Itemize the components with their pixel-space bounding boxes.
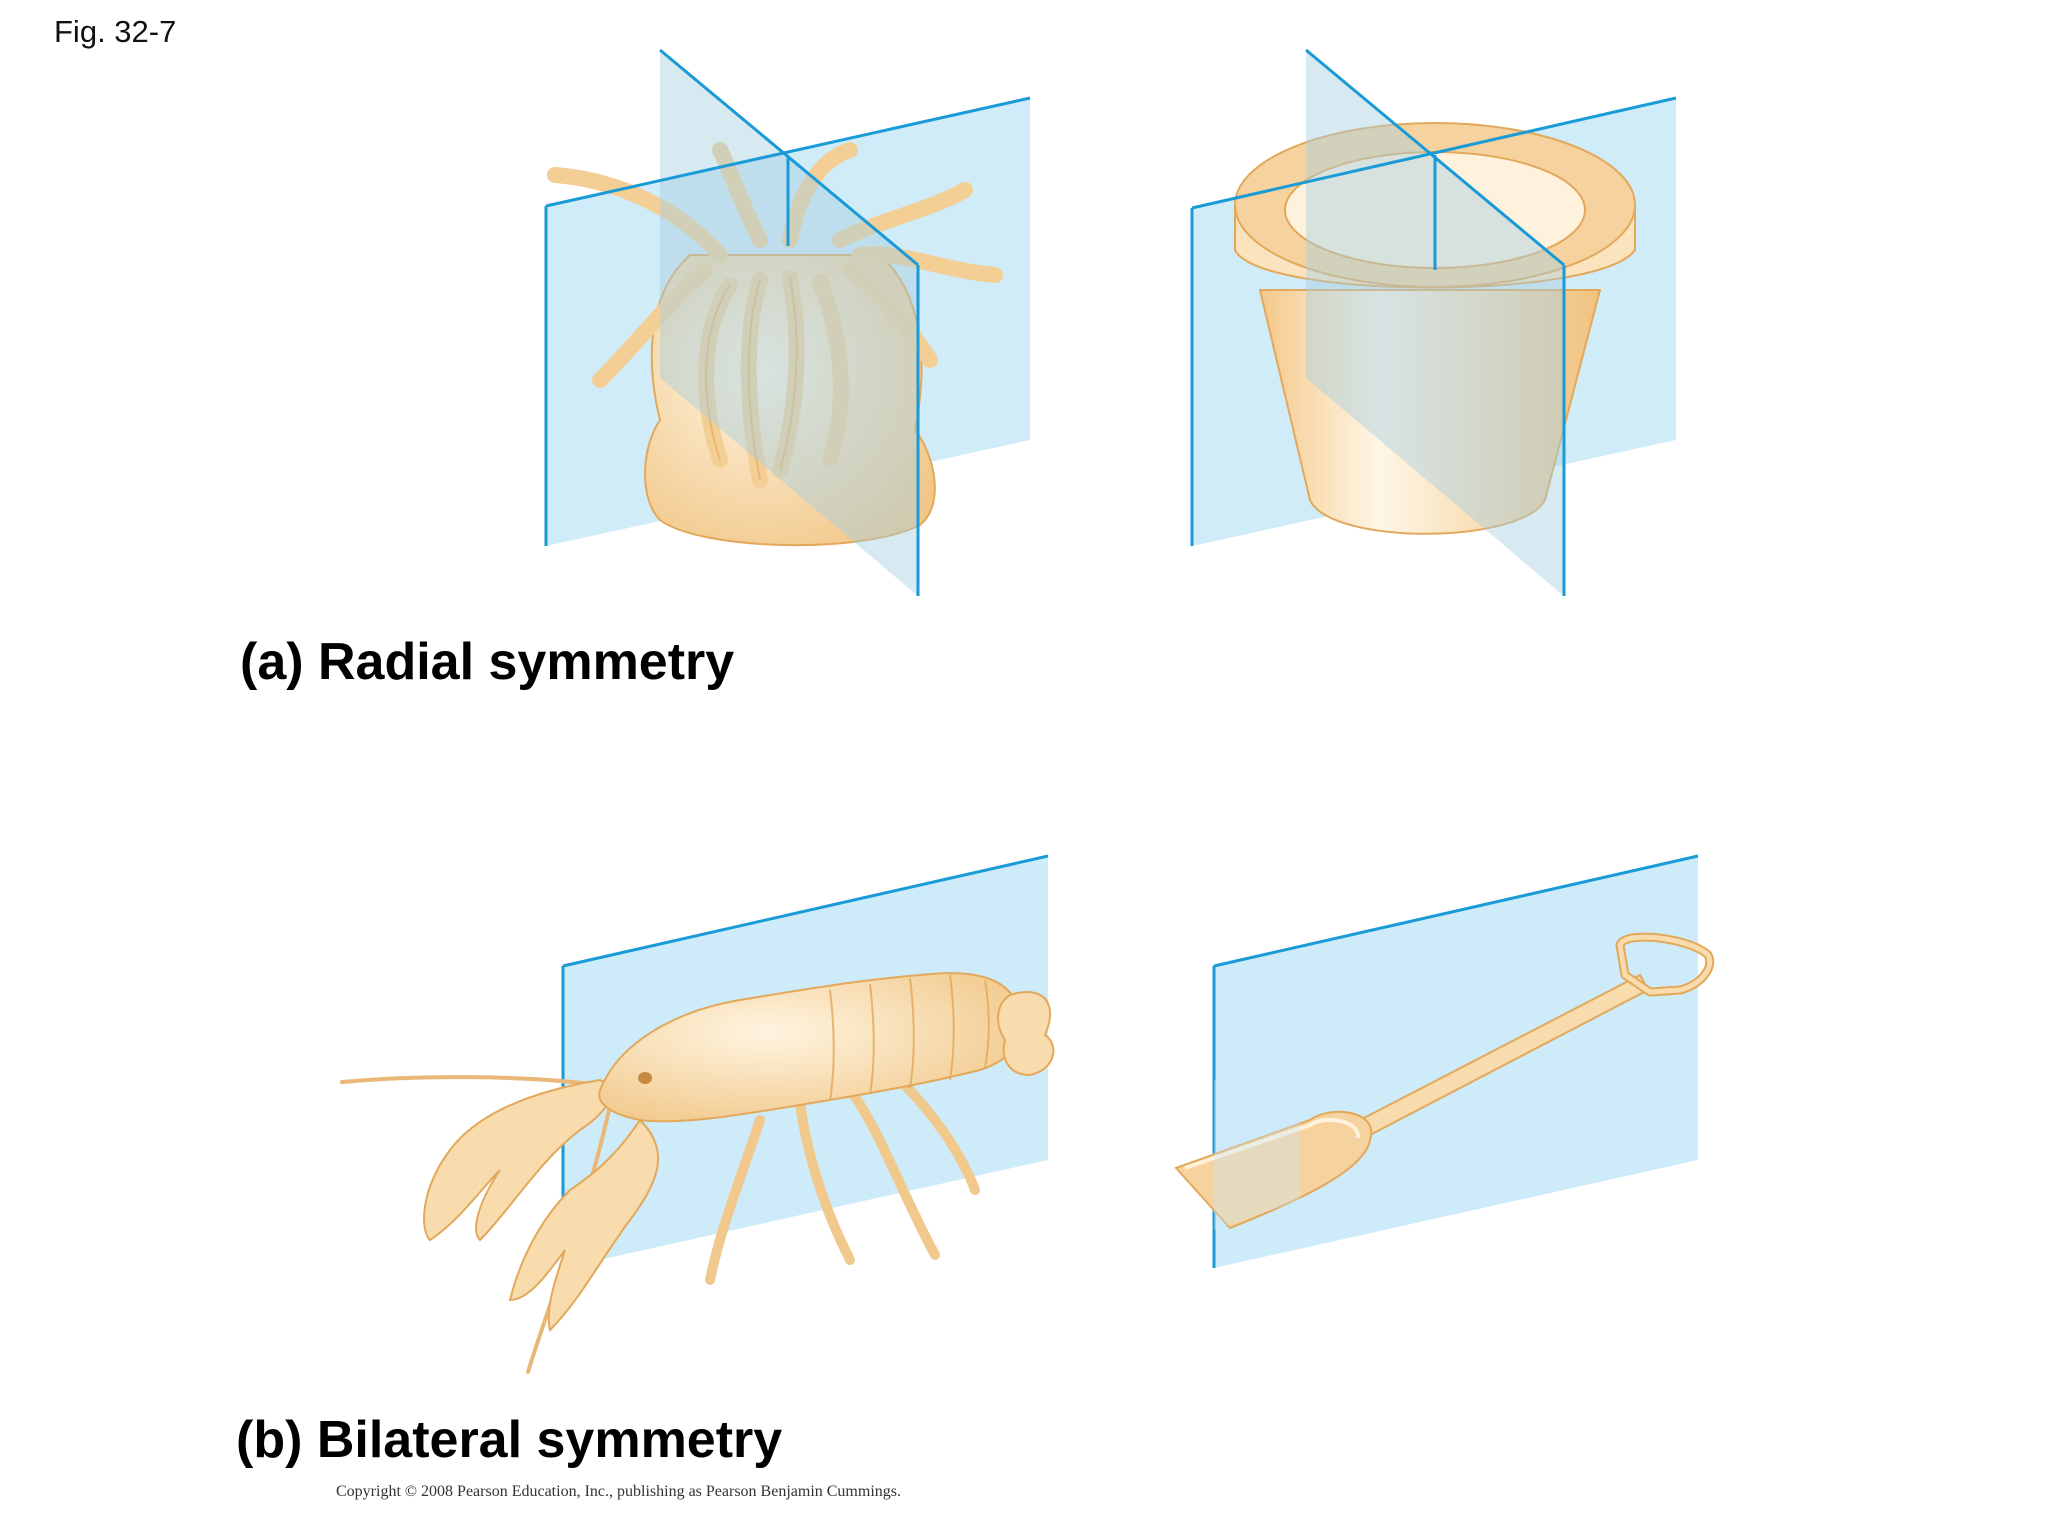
crayfish-group xyxy=(340,854,1055,1374)
sea-anemone-group xyxy=(544,48,1031,596)
flower-pot-body xyxy=(1258,289,1602,535)
crayfish-eye xyxy=(638,1072,652,1084)
symmetry-plane xyxy=(660,50,918,596)
shovel-group xyxy=(1174,854,1715,1268)
crayfish-tail-fan xyxy=(997,990,1055,1077)
symmetry-plane-front xyxy=(1214,1050,1300,1230)
plane-edges xyxy=(1190,48,1677,596)
crayfish-legs xyxy=(705,1075,980,1285)
shovel-scoop xyxy=(1174,1110,1373,1230)
figure-label: Fig. 32-7 xyxy=(54,14,177,49)
crayfish-claw-right xyxy=(508,1118,660,1332)
plane-edges xyxy=(544,48,1031,596)
copyright-notice: Copyright © 2008 Pearson Education, Inc.… xyxy=(336,1483,901,1500)
panel-a-caption: (a) Radial symmetry xyxy=(240,633,735,691)
flower-pot-group xyxy=(1190,48,1677,596)
panel-b-caption: (b) Bilateral symmetry xyxy=(236,1411,783,1469)
symmetry-plane xyxy=(1306,50,1564,596)
crayfish-segments xyxy=(829,974,990,1101)
crayfish-claw-left xyxy=(423,1078,612,1242)
plane-edges xyxy=(1212,854,1699,1268)
